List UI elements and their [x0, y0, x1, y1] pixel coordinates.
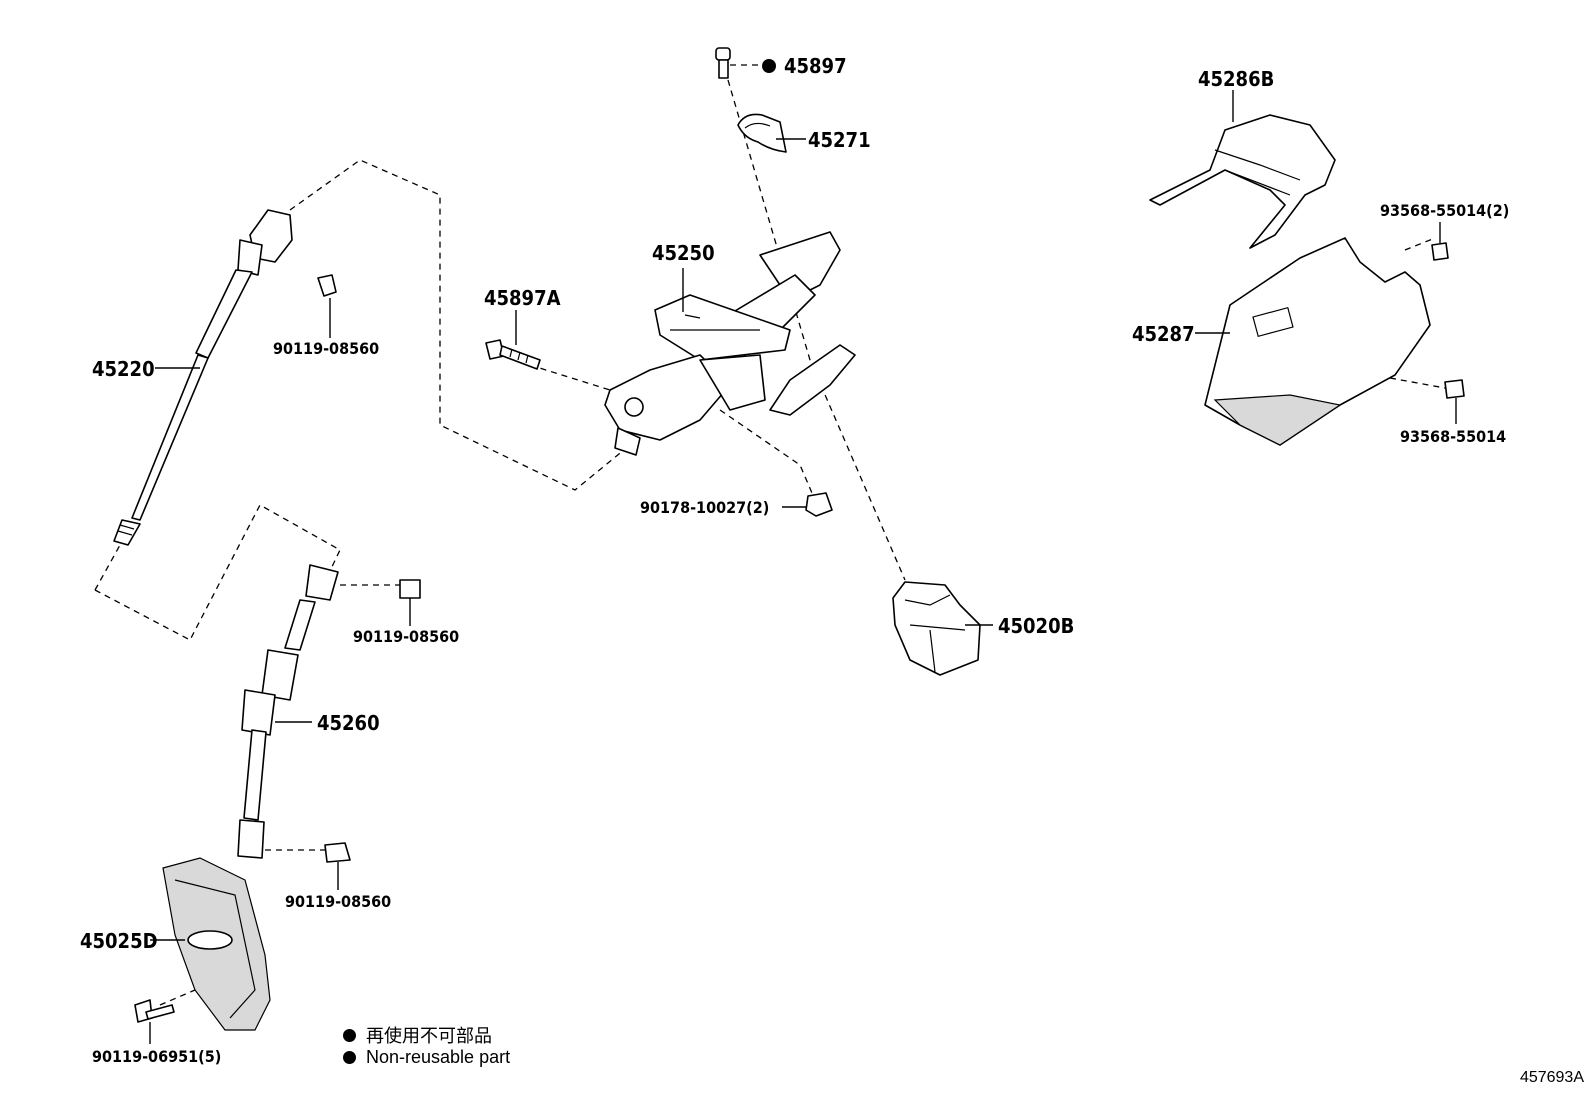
label-90178-10027: 90178-10027(2) — [640, 498, 769, 517]
figure-id: 457693A — [1519, 1069, 1584, 1086]
clamp-45271-drawing — [737, 113, 787, 153]
shaft-45220-drawing — [113, 209, 337, 546]
label-45025D: 45025D — [80, 929, 158, 953]
label-45250: 45250 — [652, 241, 715, 265]
bolt-45897-drawing — [715, 47, 776, 79]
filled-dot-icon — [343, 1051, 356, 1064]
part-labels: 45897 45271 45250 45897A 45220 90119-085… — [80, 54, 1509, 1066]
legend-en-text: Non-reusable part — [366, 1047, 511, 1067]
label-45897: 45897 — [784, 54, 847, 78]
legend-jp-text: 再使用不可部品 — [366, 1026, 492, 1047]
steering-column-45250-drawing — [604, 231, 856, 456]
cover-45287-drawing — [1204, 237, 1465, 446]
label-45271: 45271 — [808, 128, 871, 152]
label-90119-08560-upper: 90119-08560 — [273, 339, 379, 358]
label-45286B: 45286B — [1198, 67, 1274, 91]
label-45287: 45287 — [1132, 322, 1195, 346]
legend-non-reusable-en: Non-reusable part — [343, 1047, 510, 1068]
legend-non-reusable-jp: 再使用不可部品 — [343, 1022, 492, 1048]
label-45220: 45220 — [92, 357, 155, 381]
leader-lines — [149, 90, 1457, 1044]
label-93568-55014: 93568-55014 — [1400, 427, 1506, 446]
filled-dot-icon — [343, 1028, 356, 1042]
cover-45020B-drawing — [892, 581, 981, 676]
label-90119-08560-lower: 90119-08560 — [285, 892, 391, 911]
cover-45286B-drawing — [1149, 114, 1336, 249]
label-90119-06951: 90119-06951(5) — [92, 1047, 221, 1066]
label-45897A: 45897A — [484, 286, 561, 310]
shaft-45260-drawing — [237, 564, 421, 863]
nut-90178-drawing — [805, 492, 833, 517]
bolt-45897A-drawing — [485, 339, 541, 370]
cover-45025D-drawing — [134, 857, 271, 1031]
label-93568-55014-2: 93568-55014(2) — [1380, 201, 1509, 220]
label-45260: 45260 — [317, 711, 380, 735]
label-45020B: 45020B — [998, 614, 1074, 638]
label-90119-08560-middle: 90119-08560 — [353, 627, 459, 646]
dashed-assembly-lines — [94, 64, 1446, 1006]
